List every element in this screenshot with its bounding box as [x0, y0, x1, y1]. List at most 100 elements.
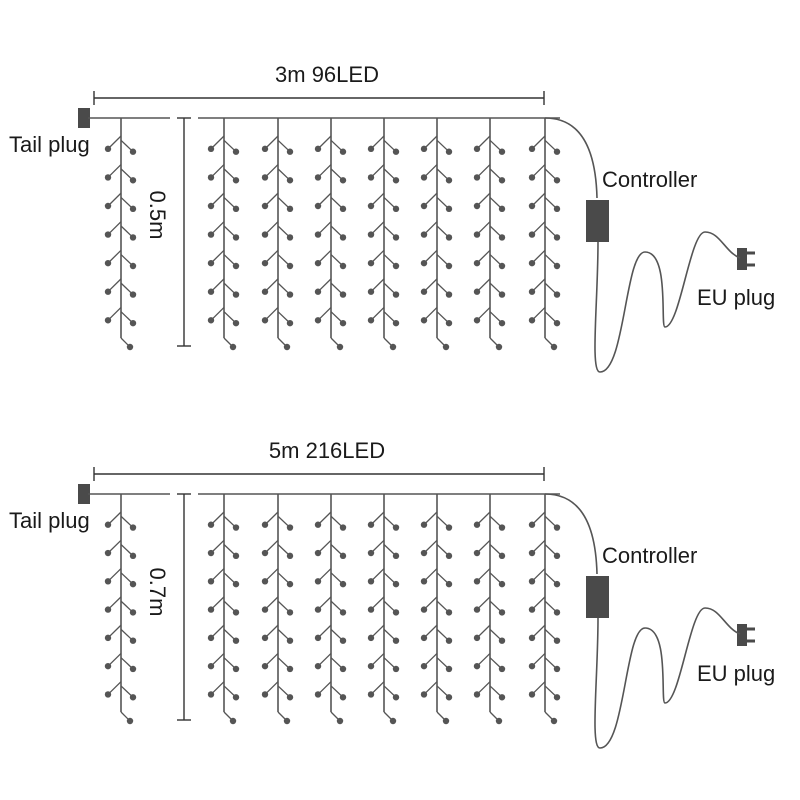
led-branch [277, 572, 291, 585]
led-branch [107, 164, 122, 178]
led-branch [120, 515, 134, 529]
led-branch [370, 306, 385, 321]
led-branch [317, 539, 332, 554]
height-label: 0.5m [145, 191, 170, 240]
led-branch [383, 168, 397, 181]
led-branch [277, 139, 291, 153]
led-branch [544, 196, 558, 210]
led-branch [330, 572, 344, 585]
led-branch [370, 624, 385, 639]
led-branch [210, 221, 225, 236]
plug-cable [594, 607, 741, 749]
led-branch [264, 681, 279, 695]
led-branch [120, 196, 134, 210]
eu-plug-icon [737, 624, 747, 646]
led-branch [544, 628, 558, 642]
led-branch [330, 282, 344, 296]
led-branch [264, 539, 279, 554]
led-branch [370, 568, 385, 582]
eu-plug-label: EU plug [697, 661, 775, 686]
led-branch [436, 572, 450, 585]
led-branch [544, 685, 558, 698]
led-branch [120, 139, 134, 153]
led-branch [264, 164, 279, 178]
led-branch [330, 515, 344, 529]
led-branch [277, 600, 291, 613]
led-branch [330, 628, 344, 642]
led-branch [436, 168, 450, 181]
led-branch [370, 135, 385, 150]
led-branch [120, 572, 134, 585]
led-branch [210, 624, 225, 639]
led-branch [544, 515, 558, 529]
led-branch [383, 196, 397, 210]
led-branch [107, 249, 122, 264]
led-branch [544, 139, 558, 153]
led-branch [476, 624, 491, 639]
led-branch [277, 311, 291, 324]
led-branch [383, 337, 393, 347]
led-branch [544, 225, 558, 238]
led-branch [531, 306, 546, 321]
led-branch [370, 221, 385, 236]
led-branch [330, 311, 344, 324]
led-branch [476, 511, 491, 526]
led-branch [120, 168, 134, 181]
led-branch [107, 652, 122, 667]
led-branch [544, 254, 558, 267]
led-branch [531, 596, 546, 611]
led-branch [489, 282, 503, 296]
led-branch [370, 278, 385, 293]
led-branch [489, 685, 503, 698]
led-branch [476, 135, 491, 150]
led-branch [436, 282, 450, 296]
led-branch [383, 225, 397, 238]
led-branch [120, 254, 134, 267]
led-branch [436, 225, 450, 238]
led-branch [436, 337, 446, 347]
led-branch [531, 164, 546, 178]
led-branch [436, 139, 450, 153]
led-branch [277, 685, 291, 698]
led-branch [330, 544, 344, 557]
led-branch [277, 515, 291, 529]
led-branch [277, 225, 291, 238]
led-branch [264, 135, 279, 150]
led-branch [544, 311, 558, 324]
led-branch [476, 306, 491, 321]
led-branch [107, 624, 122, 639]
led-branch [277, 628, 291, 642]
led-branch [370, 192, 385, 207]
led-branch [264, 221, 279, 236]
controller-label: Controller [602, 167, 697, 192]
led-branch [210, 135, 225, 150]
led-branch [277, 196, 291, 210]
led-branch [120, 685, 134, 698]
tail-plug-icon [78, 484, 90, 504]
led-branch [436, 196, 450, 210]
led-branch [107, 135, 122, 150]
led-branch [383, 544, 397, 557]
led-branch [223, 600, 237, 613]
tail-plug-label: Tail plug [9, 132, 90, 157]
controller-cable [544, 117, 598, 199]
led-branch [383, 139, 397, 153]
spec-label: 5m 216LED [269, 438, 385, 463]
led-branch [489, 225, 503, 238]
led-branch [264, 624, 279, 639]
controller-box-icon [586, 576, 609, 618]
led-branch [544, 337, 554, 347]
led-branch [264, 568, 279, 582]
led-branch [423, 278, 438, 293]
led-branch [476, 652, 491, 667]
led-branch [383, 515, 397, 529]
tail-plug-icon [78, 108, 90, 128]
led-branch [370, 511, 385, 526]
led-branch [223, 196, 237, 210]
led-branch [476, 539, 491, 554]
led-branch [277, 657, 291, 670]
led-branch [544, 282, 558, 296]
led-branch [436, 311, 450, 324]
led-branch [489, 711, 499, 721]
